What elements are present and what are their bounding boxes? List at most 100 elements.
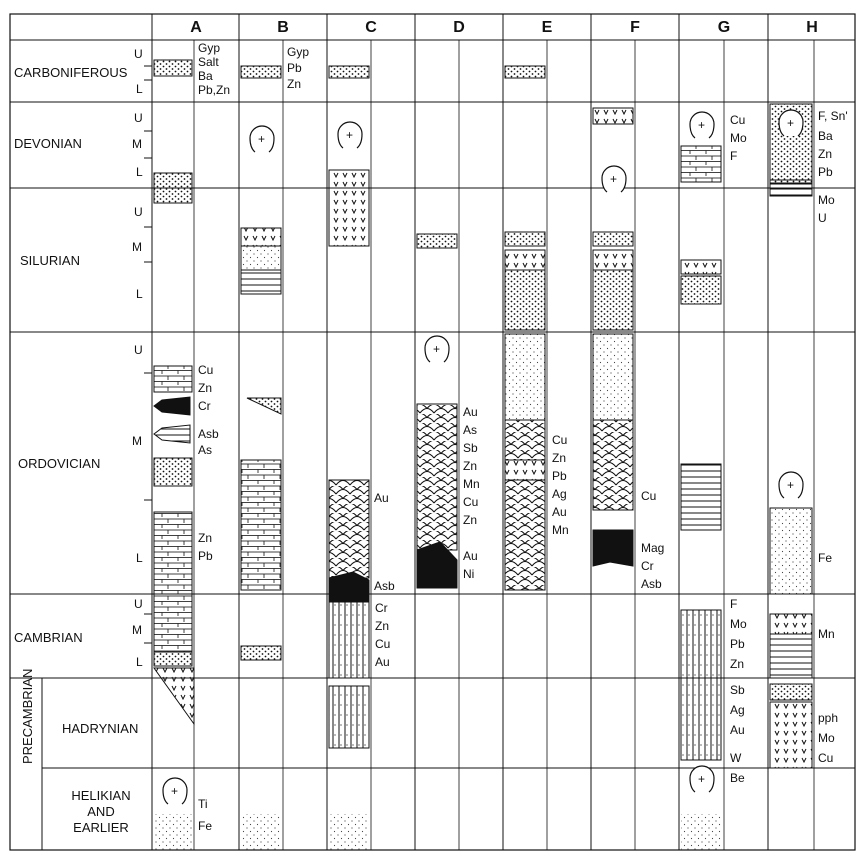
min-g-dev-2: F xyxy=(730,149,737,163)
min-c-camb-2: Cu xyxy=(375,637,390,651)
sub-dev-u: U xyxy=(134,111,143,125)
min-h-dev-2: Zn xyxy=(818,147,832,161)
min-a-ord-4: As xyxy=(198,443,212,457)
column-header-d: D xyxy=(453,19,465,36)
min-e-ord-1: Zn xyxy=(552,451,566,465)
column-h-strata xyxy=(770,104,812,768)
svg-text:+: + xyxy=(787,116,794,130)
min-g-dev-0: Cu xyxy=(730,113,745,127)
min-e-ord-0: Cu xyxy=(552,433,567,447)
min-e-ord-5: Mn xyxy=(552,523,569,537)
sub-ord-m: M xyxy=(132,434,142,448)
sub-camb-m: M xyxy=(132,623,142,637)
sub-ord-u: U xyxy=(134,343,143,357)
sub-carb-u: U xyxy=(134,47,143,61)
column-c-strata xyxy=(329,66,369,850)
sub-ord-l: L xyxy=(136,551,143,565)
min-f-ord-cu: Cu xyxy=(641,489,656,503)
column-e-strata xyxy=(505,66,545,590)
subdivision-ticks xyxy=(144,66,152,643)
min-c-camb-0: Cr xyxy=(375,601,388,615)
min-h-had-1: Mo xyxy=(818,731,835,745)
subdivision-labels: U L U M L U M L U M L U M L xyxy=(132,47,143,669)
column-header-a: A xyxy=(190,19,202,36)
min-h-had-2: Cu xyxy=(818,751,833,765)
min-d-ord-3: Zn xyxy=(463,459,477,473)
min-a-carb-2: Ba xyxy=(198,69,213,83)
min-g-dev-1: Mo xyxy=(730,131,747,145)
min-a-ordl-0: Zn xyxy=(198,531,212,545)
sub-carb-l: L xyxy=(136,82,143,96)
svg-text:+: + xyxy=(258,132,265,146)
sub-sil-m: M xyxy=(132,240,142,254)
svg-text:+: + xyxy=(610,172,617,186)
svg-text:+: + xyxy=(346,128,353,142)
min-a-ordl-1: Pb xyxy=(198,549,213,563)
min-d-ordl-1: Ni xyxy=(463,567,474,581)
min-a-carb-3: Pb,Zn xyxy=(198,83,230,97)
period-silurian: SILURIAN xyxy=(20,253,80,268)
min-g-camb-0: F xyxy=(730,597,737,611)
period-helikian-line2: AND xyxy=(87,804,114,819)
svg-text:+: + xyxy=(698,118,705,132)
min-g-camb-3: Zn xyxy=(730,657,744,671)
min-g-camb-4: Sb xyxy=(730,683,745,697)
min-c-camb-3: Au xyxy=(375,655,390,669)
min-c-ord-0: Au xyxy=(374,491,389,505)
period-hadrynian: HADRYNIAN xyxy=(62,721,138,736)
min-a-hel-0: Ti xyxy=(198,797,208,811)
min-e-ord-4: Au xyxy=(552,505,567,519)
min-g-camb-8: Be xyxy=(730,771,745,785)
min-h-camb-0: Mn xyxy=(818,627,835,641)
sub-dev-m: M xyxy=(132,137,142,151)
min-d-ord-1: As xyxy=(463,423,477,437)
min-f-ordl-2: Asb xyxy=(641,577,662,591)
min-d-ord-4: Mn xyxy=(463,477,480,491)
min-h-dev-4: Mo xyxy=(818,193,835,207)
svg-text:+: + xyxy=(171,784,178,798)
min-h-dev-0: F, Sn' xyxy=(818,109,848,123)
min-a-hel-1: Fe xyxy=(198,819,212,833)
min-c-camb-1: Zn xyxy=(375,619,389,633)
column-a-strata xyxy=(154,60,194,850)
period-cambrian: CAMBRIAN xyxy=(14,630,83,645)
min-b-carb-2: Zn xyxy=(287,77,301,91)
column-d-strata xyxy=(417,234,457,588)
min-d-ord-5: Cu xyxy=(463,495,478,509)
min-e-ord-3: Ag xyxy=(552,487,567,501)
min-g-camb-2: Pb xyxy=(730,637,745,651)
min-h-ord-0: Fe xyxy=(818,551,832,565)
column-b-strata xyxy=(241,66,281,850)
column-header-c: C xyxy=(365,19,377,36)
column-header-b: B xyxy=(277,19,289,36)
min-a-carb-1: Salt xyxy=(198,55,219,69)
column-g-strata xyxy=(681,146,721,850)
min-g-camb-5: Ag xyxy=(730,703,745,717)
min-h-dev-3: Pb xyxy=(818,165,833,179)
period-devonian: DEVONIAN xyxy=(14,136,82,151)
min-a-ord-1: Zn xyxy=(198,381,212,395)
min-b-carb-1: Pb xyxy=(287,61,302,75)
min-g-camb-7: W xyxy=(730,751,742,765)
column-header-h: H xyxy=(806,19,818,36)
min-c-asb: Asb xyxy=(374,579,395,593)
min-d-ord-0: Au xyxy=(463,405,478,419)
sub-camb-l: L xyxy=(136,655,143,669)
min-a-ord-3: Asb xyxy=(198,427,219,441)
min-a-ord-0: Cu xyxy=(198,363,213,377)
sub-dev-l: L xyxy=(136,165,143,179)
min-h-dev-5: U xyxy=(818,211,827,225)
period-precambrian: PRECAMBRIAN xyxy=(20,669,35,764)
min-g-camb-1: Mo xyxy=(730,617,747,631)
period-ordovician: ORDOVICIAN xyxy=(18,456,100,471)
column-header-e: E xyxy=(542,19,553,36)
svg-text:+: + xyxy=(787,478,794,492)
svg-text:+: + xyxy=(698,772,705,786)
min-h-dev-1: Ba xyxy=(818,129,833,143)
min-b-carb-0: Gyp xyxy=(287,45,309,59)
min-h-had-0: pph xyxy=(818,711,838,725)
sub-camb-u: U xyxy=(134,597,143,611)
min-d-ord-2: Sb xyxy=(463,441,478,455)
